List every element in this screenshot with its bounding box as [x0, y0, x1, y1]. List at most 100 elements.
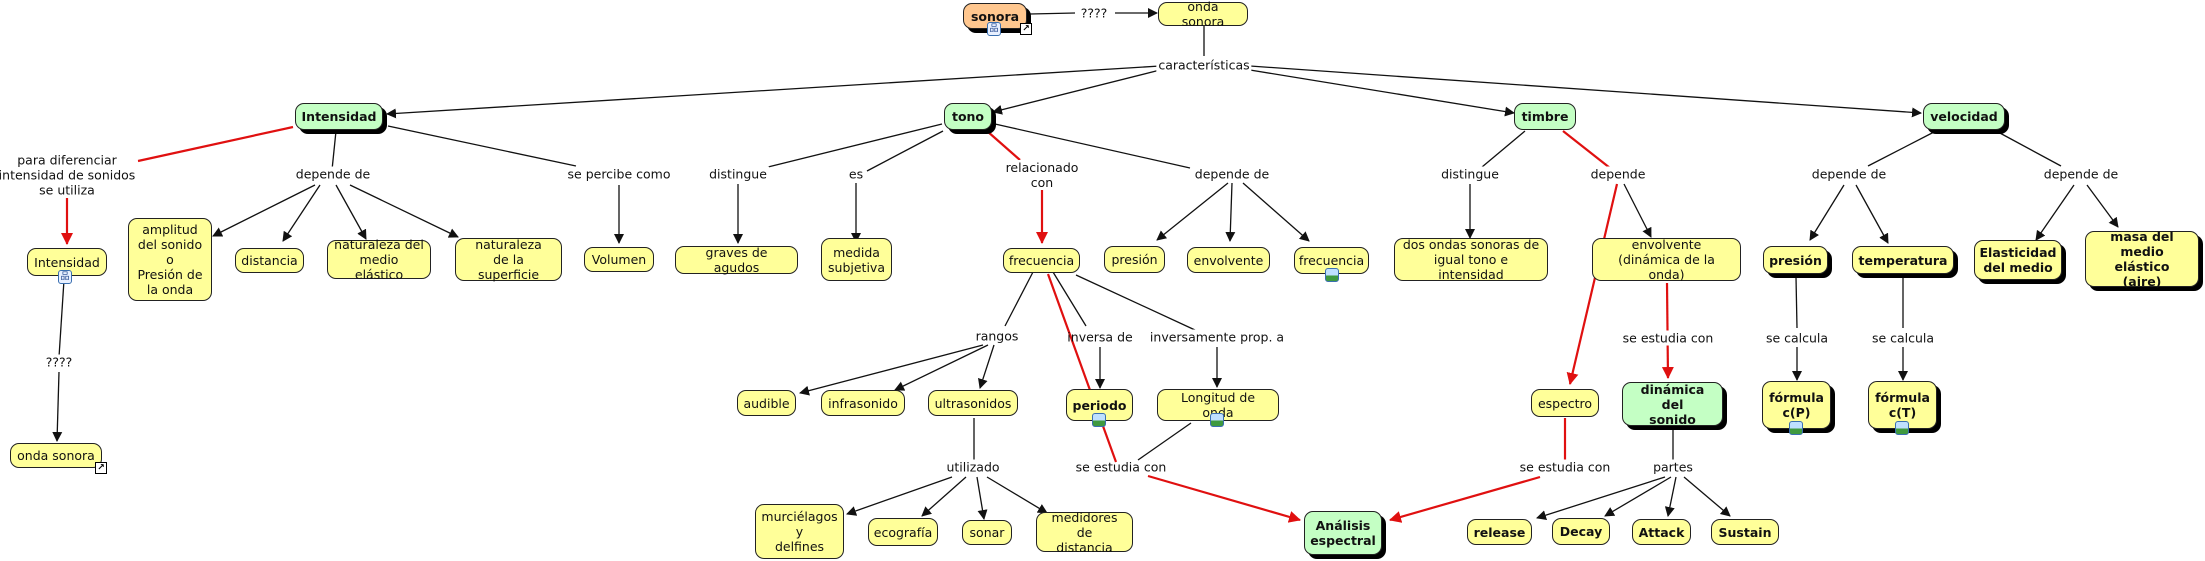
concept-ultrasonidos[interactable]: ultrasonidos: [928, 390, 1018, 416]
shortcut-arrow-icon[interactable]: ↗: [95, 462, 107, 474]
concept-tono[interactable]: tono: [944, 103, 992, 130]
concept-frecuencia-tono[interactable]: frecuencia: [1294, 247, 1369, 274]
concept-audible[interactable]: audible: [737, 390, 796, 416]
link-label: depende de: [1192, 166, 1272, 182]
concept-envolvente-dinamica[interactable]: envolvente (dinámica de la onda): [1592, 237, 1741, 282]
link-line: [992, 69, 1161, 115]
link-line: [1004, 271, 1034, 327]
concept-label: onda sonora: [17, 448, 95, 463]
sub-map-icon[interactable]: 品: [58, 270, 72, 284]
image-icon[interactable]: [1895, 421, 1909, 435]
concept-label: Volumen: [591, 252, 647, 267]
concept-espectro[interactable]: espectro: [1531, 389, 1599, 417]
sub-map-icon[interactable]: 品: [987, 22, 1001, 36]
concept-label: frecuencia: [1008, 253, 1075, 268]
link-line-red: [986, 130, 1021, 161]
link-label: se estudia con: [1517, 459, 1613, 475]
concept-envolvente[interactable]: envolvente: [1187, 247, 1270, 273]
link-line: [1536, 476, 1666, 521]
concept-medida-subjetiva[interactable]: medida subjetiva: [821, 238, 892, 281]
concept-onda-sonora[interactable]: onda sonora: [1158, 0, 1248, 29]
link-line: [894, 344, 989, 391]
concept-onda-sonora-bottom[interactable]: onda sonora: [10, 443, 102, 468]
concept-analisis-espectral[interactable]: Análisis espectral: [1304, 511, 1382, 555]
shortcut-glyph: ↗: [97, 463, 105, 473]
concept-temperatura[interactable]: temperatura: [1852, 246, 1954, 274]
concept-label: murciélagos y delfines: [761, 509, 838, 554]
link-label: depende de: [293, 166, 373, 182]
concept-naturaleza-superficie[interactable]: naturaleza de la superficie: [455, 237, 562, 282]
concept-presion-velocidad[interactable]: presión: [1763, 246, 1828, 274]
link-line: [1075, 274, 1196, 331]
link-label: ????: [43, 354, 75, 370]
concept-decay[interactable]: Decay: [1552, 518, 1610, 545]
concept-velocidad[interactable]: velocidad: [1923, 103, 2005, 130]
concept-label: envolvente: [1193, 252, 1264, 268]
concept-naturaleza-medio[interactable]: naturaleza del medio elástico: [327, 237, 431, 282]
image-icon[interactable]: [1210, 413, 1224, 427]
concept-dinamica-sonido[interactable]: dinámica del sonido: [1622, 382, 1723, 427]
link-label: se percibe como: [565, 166, 673, 182]
image-icon[interactable]: [1325, 268, 1339, 282]
concept-label: sonora: [970, 8, 1020, 24]
concept-label: Sustain: [1718, 524, 1772, 540]
concept-sustain[interactable]: Sustain: [1711, 519, 1779, 545]
link-line: [335, 184, 367, 240]
concept-sonar[interactable]: sonar: [962, 520, 1012, 545]
link-label: se estudia con: [1075, 459, 1167, 475]
image-icon[interactable]: [1092, 413, 1106, 427]
link-line: [386, 65, 1161, 119]
link-line: [52, 371, 63, 442]
link-line: [799, 344, 984, 396]
link-line: [921, 476, 967, 517]
link-label: se calcula: [1869, 330, 1937, 346]
concept-murcielagos[interactable]: murciélagos y delfines: [755, 504, 844, 559]
concept-ecografia[interactable]: ecografía: [868, 518, 938, 546]
concept-intensidad[interactable]: Intensidad: [295, 103, 383, 130]
link-line-red: [137, 125, 294, 163]
concept-label: espectro: [1537, 395, 1593, 411]
concept-distancia[interactable]: distancia: [235, 248, 304, 273]
concept-label: medida subjetiva: [828, 244, 885, 275]
concept-label: medidores de distancia: [1051, 509, 1118, 555]
concept-release[interactable]: release: [1467, 519, 1532, 545]
concept-frecuencia[interactable]: frecuencia: [1003, 248, 1080, 273]
concept-intensidad-sub[interactable]: Intensidad: [27, 248, 107, 276]
link-line: [1664, 476, 1677, 517]
concept-volumen[interactable]: Volumen: [584, 247, 654, 272]
concept-dos-ondas[interactable]: dos ondas sonoras de igual tono e intens…: [1394, 237, 1548, 282]
link-line: [866, 130, 944, 172]
link-line: [2086, 184, 2119, 228]
concept-masa-medio[interactable]: masa del medio elástico (aire): [2085, 229, 2199, 289]
concept-graves-agudos[interactable]: graves de agudos: [675, 245, 798, 275]
concept-label: frecuencia: [1298, 253, 1365, 268]
concept-presion-tono[interactable]: presión: [1104, 246, 1165, 273]
concept-label: dos ondas sonoras de igual tono e intens…: [1402, 237, 1540, 282]
concept-attack[interactable]: Attack: [1632, 519, 1691, 545]
concept-infrasonido[interactable]: infrasonido: [821, 390, 905, 416]
shortcut-arrow-icon[interactable]: ↗: [1020, 23, 1032, 35]
concept-elasticidad[interactable]: Elasticidad del medio: [1974, 240, 2062, 280]
link-label: relacionado con: [1003, 160, 1081, 190]
concept-label: Attack: [1638, 524, 1685, 540]
concept-amplitud[interactable]: amplitud del sonido o Presión de la onda: [128, 218, 212, 301]
concept-label: graves de agudos: [705, 245, 768, 275]
link-line: [1249, 65, 1922, 118]
link-line: [2035, 184, 2075, 241]
concept-label: velocidad: [1930, 109, 1998, 124]
link-label: para diferenciar intensidad de sonidos s…: [0, 152, 138, 198]
link-line: [994, 123, 1191, 169]
link-line: [986, 476, 1048, 514]
link-line: [978, 344, 995, 389]
concept-timbre[interactable]: timbre: [1514, 103, 1576, 130]
link-line-red: [1562, 130, 1611, 169]
concept-label: masa del medio elástico (aire): [2110, 229, 2174, 289]
sub-map-glyph: 品: [60, 271, 70, 282]
link-label: partes: [1651, 459, 1695, 475]
shortcut-glyph: ↗: [1022, 24, 1030, 34]
concept-label: presión: [1111, 252, 1158, 267]
link-label: se calcula: [1763, 330, 1831, 346]
concept-medidores[interactable]: medidores de distancia: [1036, 509, 1133, 555]
image-icon[interactable]: [1789, 421, 1803, 435]
concept-formula-p[interactable]: fórmula c(P): [1762, 381, 1831, 429]
